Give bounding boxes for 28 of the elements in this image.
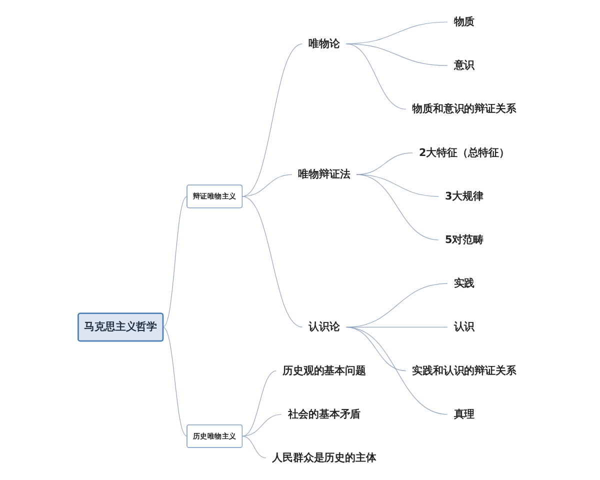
node-text: 历史观的基本问题 xyxy=(282,364,366,377)
connector xyxy=(242,436,266,458)
node-text: 2大特征（总特征） xyxy=(418,146,510,159)
connector xyxy=(242,196,303,328)
node-text: 5对范畴 xyxy=(444,234,484,246)
connector xyxy=(162,326,188,436)
node-text: 物质和意识的辩证关系 xyxy=(412,102,516,115)
connector xyxy=(356,152,414,175)
node-text: 唯物辩证法 xyxy=(298,168,350,180)
connector xyxy=(345,326,448,415)
node-text: 人民群众是历史的主体 xyxy=(272,452,376,464)
connector xyxy=(242,174,292,197)
node-text: 社会的基本矛盾 xyxy=(288,408,360,420)
node-text: 实践 xyxy=(454,277,474,290)
connector xyxy=(242,44,303,197)
connector xyxy=(162,196,188,328)
node-text: 物质 xyxy=(454,16,474,28)
node-text: 认识论 xyxy=(308,320,340,333)
node-text: 意识 xyxy=(454,59,474,72)
node-text: 认识 xyxy=(454,320,474,333)
node-text: 真理 xyxy=(454,408,474,420)
node-text: 3大规律 xyxy=(444,190,484,202)
connector xyxy=(242,414,282,436)
connector xyxy=(356,174,440,240)
connector xyxy=(345,44,406,110)
node-text: 唯物论 xyxy=(308,38,340,50)
connector xyxy=(242,370,277,436)
node-text: 实践和认识的辩证关系 xyxy=(412,364,516,377)
